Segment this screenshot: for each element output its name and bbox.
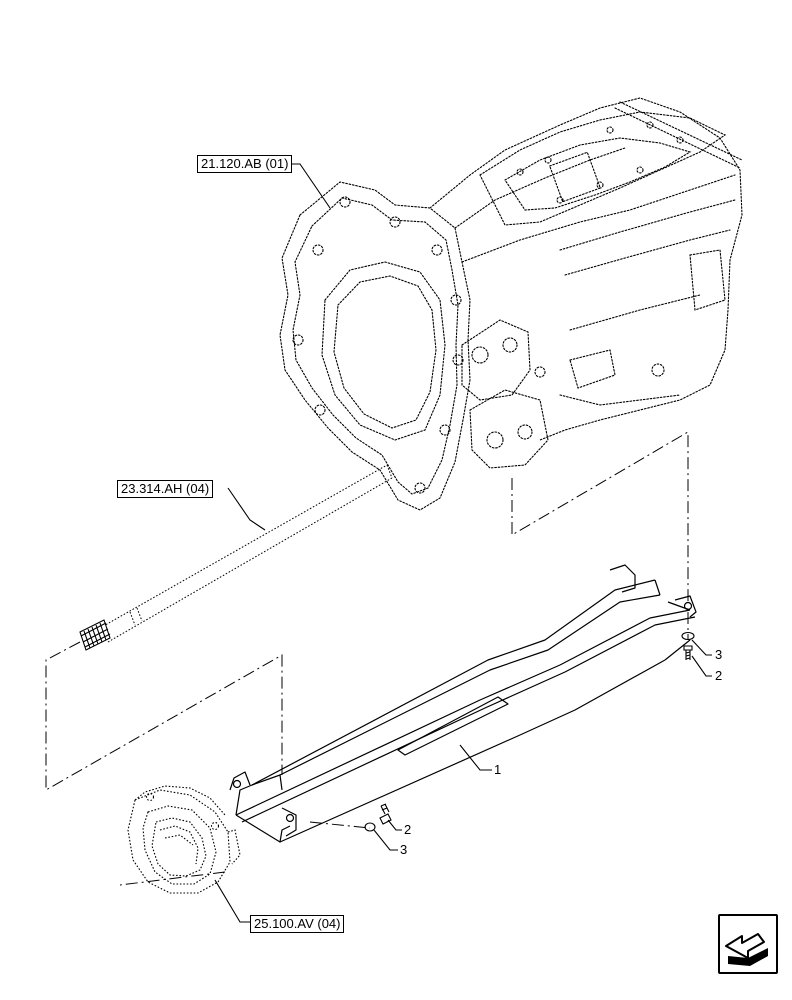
ref-shaft[interactable]: 23.314.AH (04) bbox=[117, 480, 216, 500]
alignment-lines bbox=[45, 431, 689, 886]
arrow-left-down-icon bbox=[725, 933, 768, 966]
washer-right bbox=[681, 631, 695, 641]
callout-guard: 1 bbox=[494, 762, 502, 777]
ref-bearing-housing[interactable]: 25.100.AV (04) bbox=[250, 915, 347, 935]
shaft-spline bbox=[79, 619, 111, 651]
bolt-right bbox=[683, 645, 693, 660]
bearing-housing bbox=[127, 785, 241, 894]
navigation-button[interactable] bbox=[718, 914, 778, 974]
bolt-left bbox=[379, 803, 392, 825]
washer-left bbox=[364, 822, 376, 832]
shaft bbox=[79, 464, 393, 651]
guard bbox=[229, 564, 697, 843]
callout-bolt-left: 2 bbox=[404, 822, 412, 837]
callout-washer-right: 3 bbox=[715, 647, 723, 662]
leader-lines bbox=[214, 163, 712, 923]
callout-washer-left: 3 bbox=[400, 842, 408, 857]
ref-transmission-housing[interactable]: 21.120.AB (01) bbox=[197, 155, 295, 175]
hardware bbox=[364, 631, 695, 832]
transmission-housing bbox=[279, 97, 743, 511]
callout-bolt-right: 2 bbox=[715, 668, 723, 683]
